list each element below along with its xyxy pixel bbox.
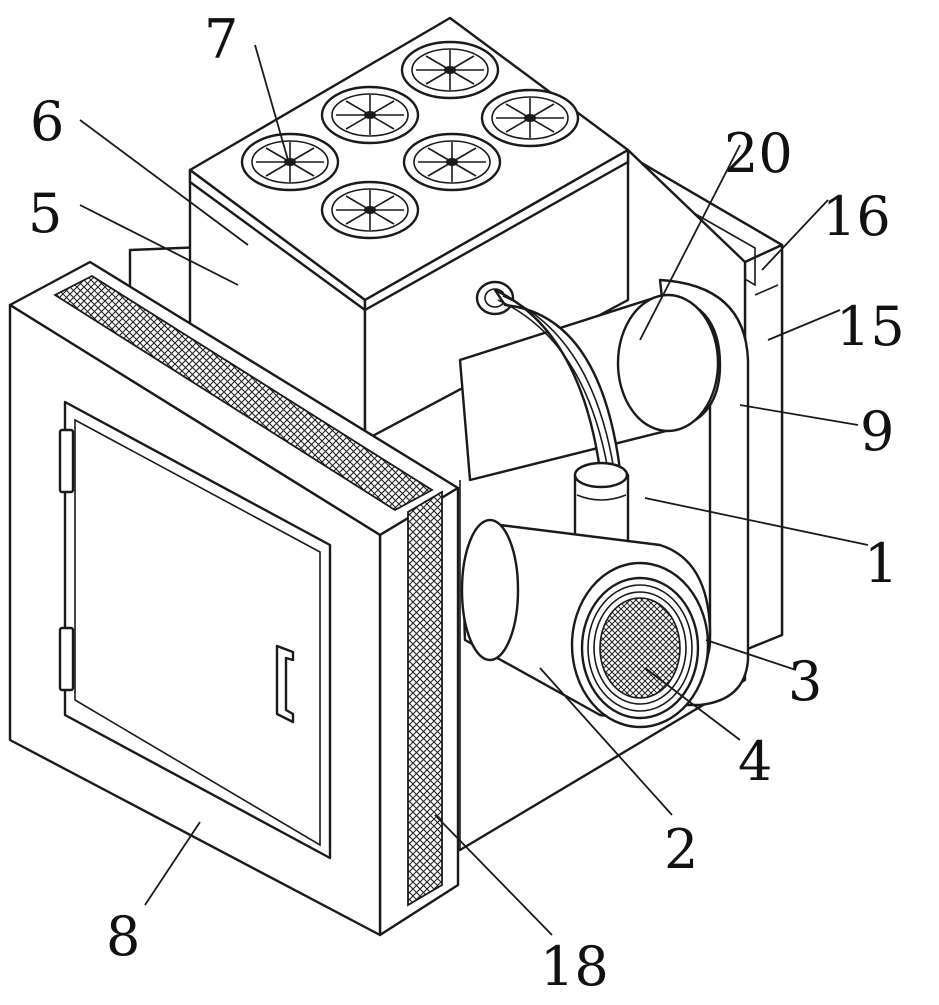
fan-icon (400, 40, 500, 100)
cabinet-door (58, 400, 332, 860)
outlet-mesh (599, 597, 681, 699)
fan-icon (320, 85, 420, 145)
fan-icon (480, 88, 580, 148)
callout-1: 1 (864, 532, 898, 595)
fan-icon (320, 180, 420, 240)
callout-18: 18 (540, 935, 609, 998)
callout-4: 4 (738, 730, 772, 793)
callout-2: 2 (664, 818, 698, 881)
door-handle-icon (275, 644, 295, 724)
callout-20: 20 (724, 122, 793, 185)
hose-pipe (475, 280, 622, 472)
fan-icon (402, 132, 502, 192)
callout-7: 7 (204, 8, 238, 71)
callout-3: 3 (788, 650, 822, 713)
callout-6: 6 (30, 90, 64, 153)
hinge-icon (58, 428, 75, 494)
hinge-icon (58, 626, 75, 692)
callout-15: 15 (836, 295, 905, 358)
callout-8: 8 (106, 905, 140, 968)
callout-5: 5 (28, 182, 62, 245)
callout-9: 9 (860, 400, 894, 463)
fan-array (240, 40, 580, 240)
leader-lines (79, 44, 869, 936)
callout-labels: 7 6 5 20 16 15 9 1 3 4 2 18 8 (28, 8, 905, 998)
callout-16: 16 (822, 185, 891, 248)
fan-icon (240, 132, 340, 192)
